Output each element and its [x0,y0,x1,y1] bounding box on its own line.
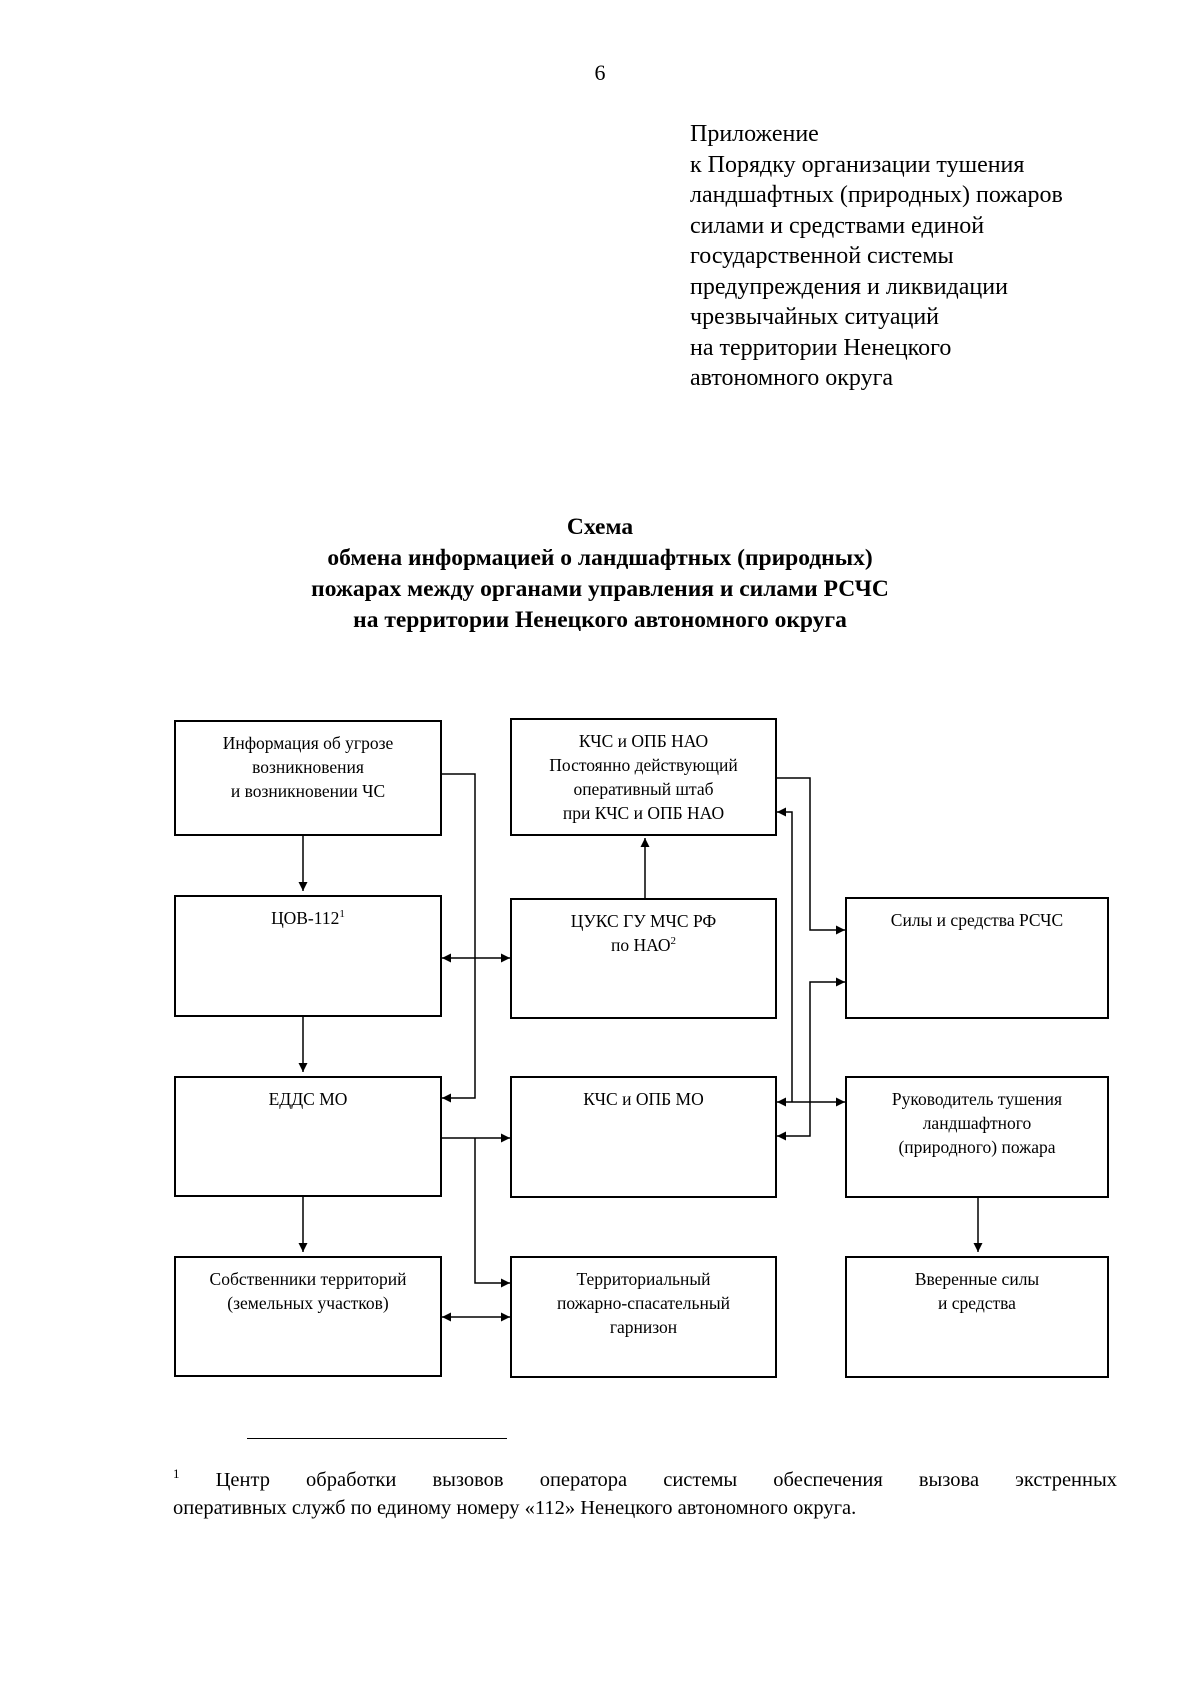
title-line: на территории Ненецкого автономного окру… [353,607,847,633]
box-line: возникновения [252,757,364,777]
arrow-kchs-mo-to-kchs-nao [777,807,793,1102]
box-assigned-forces: Вверенные силы и средства [845,1256,1109,1378]
title-line: Схема [566,514,634,540]
box-line: гарнизон [609,1317,678,1337]
box-fire-garrison: Территориальный пожарно-спасательный гар… [510,1256,777,1378]
box-line: ЦУКС ГУ МЧС РФ [570,911,717,931]
appendix-line: государственной системы [690,243,954,269]
box-line: оперативный штаб [573,779,714,799]
box-line: и возникновении ЧС [230,781,386,801]
appendix-header: Приложение к Порядку организации тушения… [690,119,1063,394]
box-fire-leader: Руководитель тушения ландшафтного (приро… [845,1076,1109,1198]
footnote-divider [247,1438,507,1439]
appendix-line: чрезвычайных ситуаций [690,304,940,330]
appendix-line: к Порядку организации тушения [690,151,1025,178]
box-line: Руководитель тушения [891,1089,1063,1109]
box-line: пожарно-спасательный [556,1293,731,1313]
box-line: Вверенные силы [914,1269,1040,1289]
box-rschs-forces: Силы и средства РСЧС [845,897,1109,1019]
box-line: ЦОВ-112 [271,908,340,928]
appendix-line: Приложение [690,121,819,147]
box-line: КЧС и ОПБ МО [583,1089,704,1109]
box-tsuks: ЦУКС ГУ МЧС РФ по НАО2 [510,898,777,1019]
appendix-line: на территории Ненецкого [690,334,952,361]
box-tsov-112: ЦОВ-1121 [174,895,442,1017]
box-line: по НАО [610,935,671,955]
box-line: Информация об угрозе [222,733,394,753]
box-line: ЕДДС МО [268,1089,348,1109]
box-line: при КЧС и ОПБ НАО [562,803,725,823]
arrow-kchs-nao-to-rschs [777,777,845,935]
box-line: (земельных участков) [227,1293,389,1313]
arrow-threat-to-edds [442,773,476,1103]
title-line: обмена информацией о ландшафтных (природ… [327,545,873,571]
box-line: КЧС и ОПБ НАО [578,731,709,751]
box-line: Собственники территорий [209,1269,407,1289]
appendix-line: автономного округа [690,365,894,391]
footnote-marker: 1 [339,908,345,921]
box-land-owners: Собственники территорий (земельных участ… [174,1256,442,1377]
box-line: Территориальный [576,1269,711,1289]
arrow-edds-to-garrison [474,1138,510,1288]
footnote-text: Центр обработки вызовов оператора систем… [215,1469,1118,1491]
box-line: Силы и средства РСЧС [890,910,1064,930]
footnote: 1 Центр обработки вызовов оператора сист… [173,1466,1117,1522]
footnote-text: оперативных служб по единому номеру «112… [173,1497,857,1519]
document-title: Схема обмена информацией о ландшафтных (… [0,512,1200,636]
box-line: Постоянно действующий [549,755,738,775]
box-line: (природного) пожара [898,1137,1056,1157]
page-number: 6 [594,60,606,85]
arrow-fire-leader-to-rschs [809,977,845,1102]
footnote-marker: 2 [670,935,677,948]
footnote-marker: 1 [173,1466,180,1482]
box-threat-info: Информация об угрозе возникновения и воз… [174,720,442,836]
box-kchs-mo: КЧС и ОПБ МО [510,1076,777,1198]
appendix-line: предупреждения и ликвидации [690,273,1008,300]
appendix-line: силами и средствами единой [690,212,985,239]
box-line: и средства [938,1293,1016,1313]
appendix-line: ландшафтных (природных) пожаров [690,182,1063,208]
arrow-fire-leader-to-kchs-mo [777,1102,811,1141]
title-line: пожарах между органами управления и сила… [311,576,889,602]
box-kchs-nao: КЧС и ОПБ НАО Постоянно действующий опер… [510,718,777,836]
box-edds-mo: ЕДДС МО [174,1076,442,1197]
box-line: ландшафтного [922,1113,1032,1133]
